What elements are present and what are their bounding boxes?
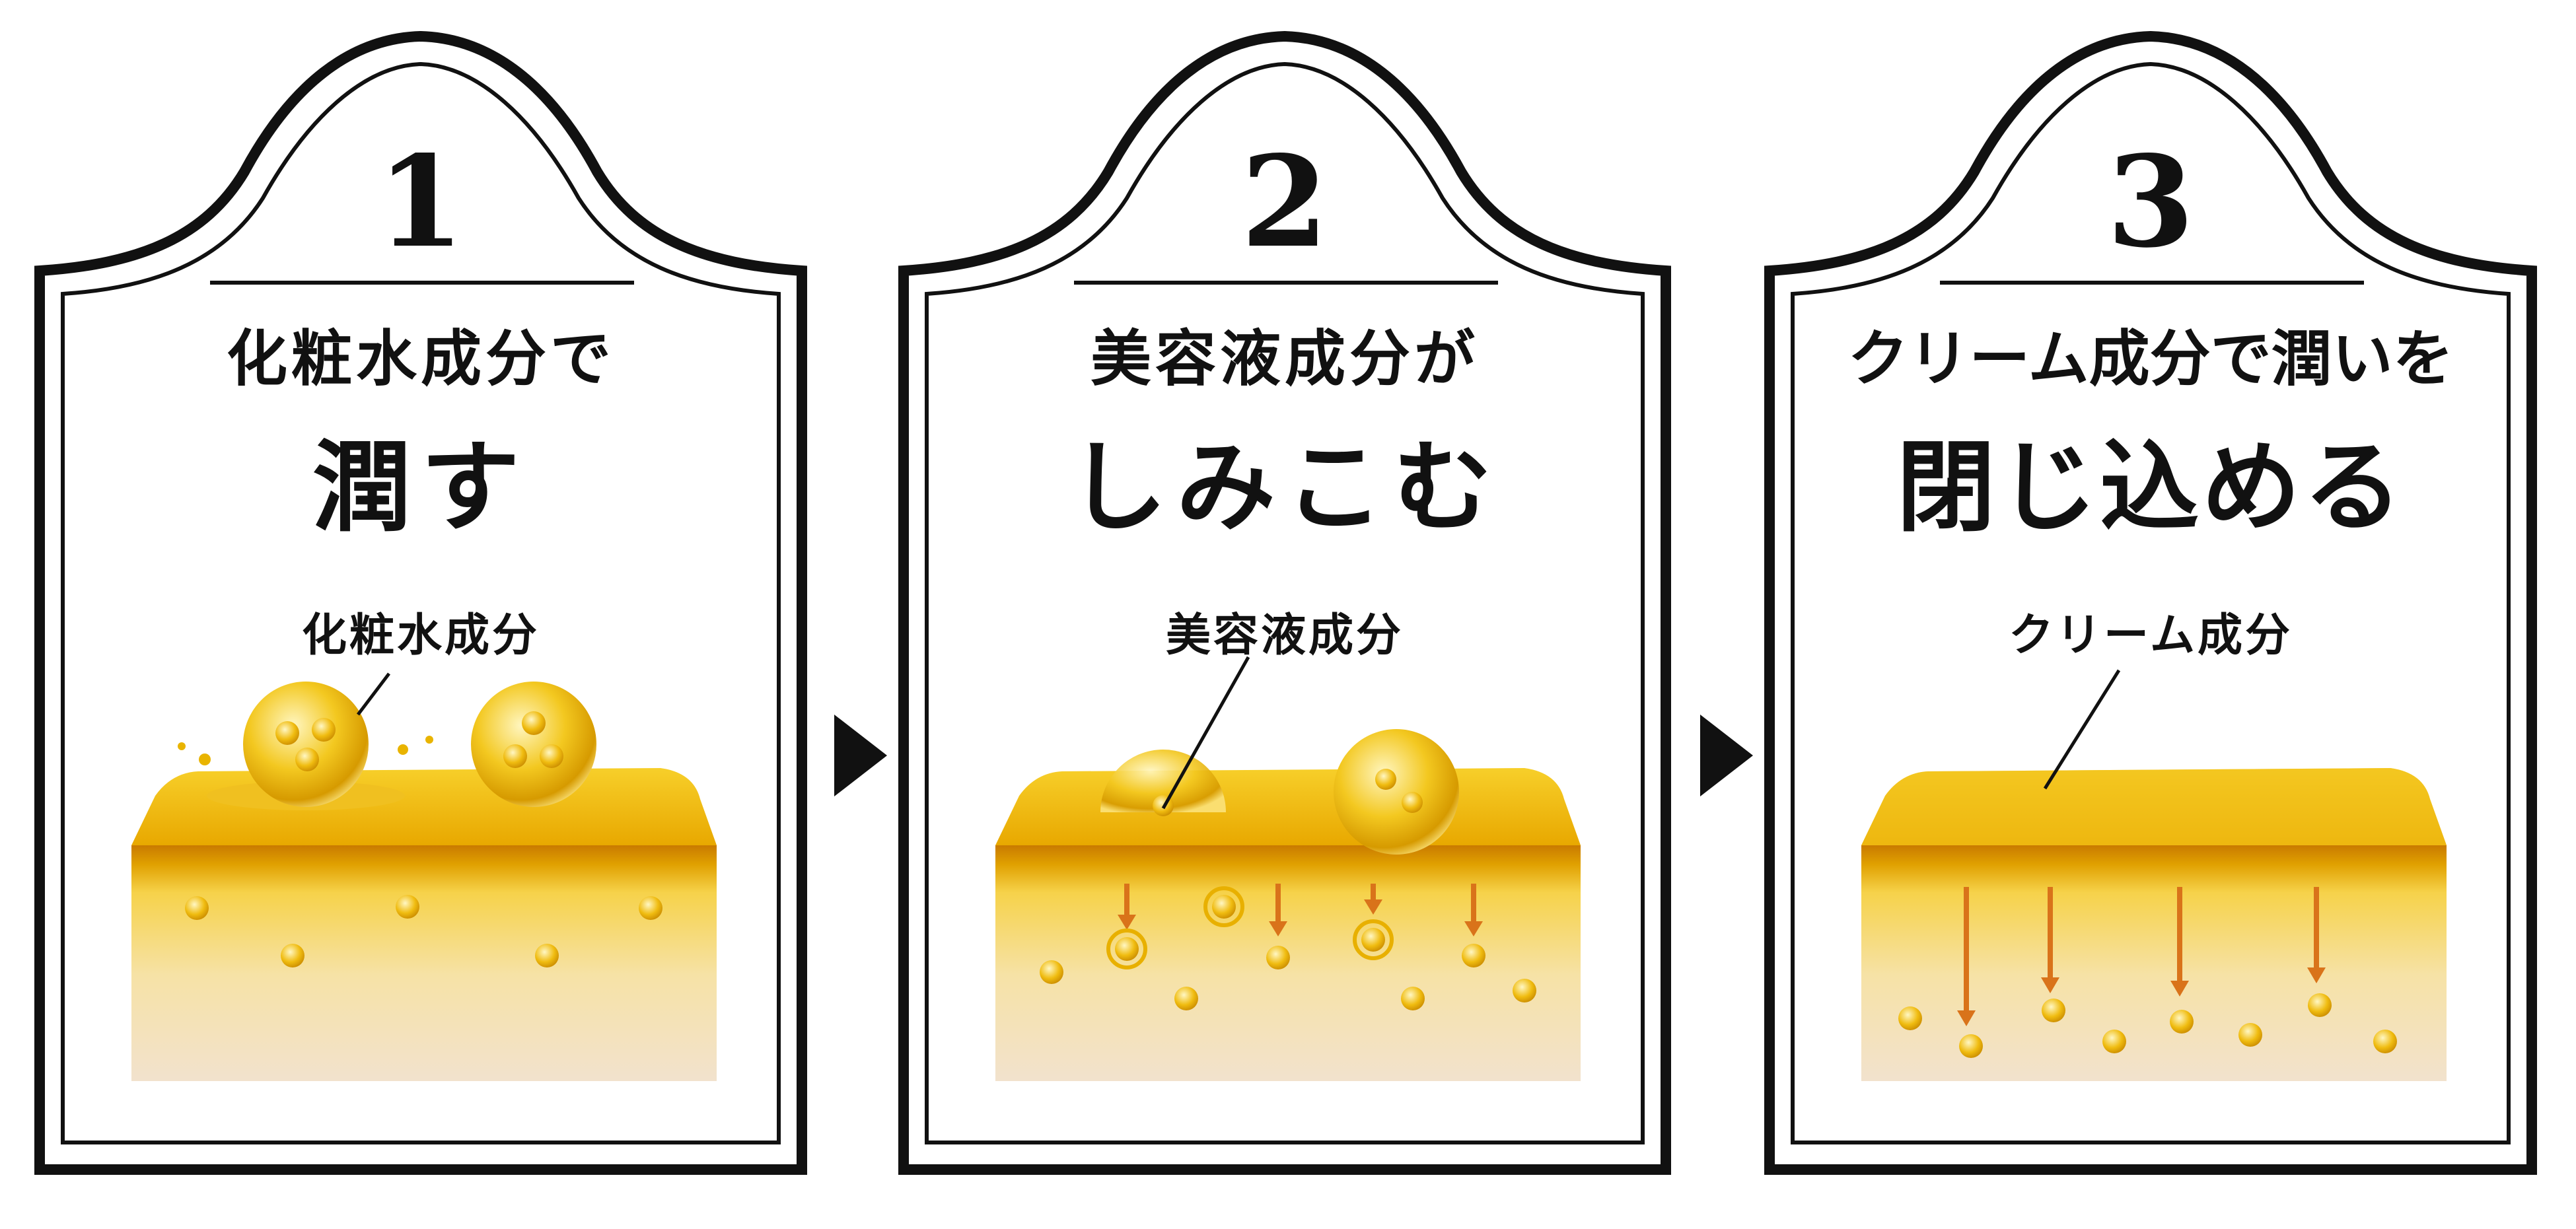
step-number: 1 (377, 128, 464, 275)
next-step-arrow-icon (1700, 715, 1753, 796)
step-panel-3: 3 クリーム成分で潤いを 閉じ込める クリーム成分 (1770, 36, 2532, 1170)
ingredient-label: クリーム成分 (2009, 610, 2293, 662)
serum-bubble (1100, 750, 1226, 812)
cream-film (1861, 768, 2447, 845)
ingredient-label: 化粧水成分 (302, 610, 540, 662)
step-panel-2: 2 美容液成分が しみこむ 美容液成分 (904, 36, 1666, 1170)
step-number: 2 (1241, 128, 1328, 275)
step-title-line1: 美容液成分が (1091, 324, 1479, 394)
step-number: 3 (2107, 128, 2194, 275)
step-title-line2: 潤す (312, 431, 529, 545)
step-title-line2: しみこむ (1068, 431, 1501, 545)
skin-layer (131, 768, 717, 1081)
step-title-line2: 閉じ込める (1896, 431, 2405, 545)
leader-line (1161, 656, 1250, 810)
step-panel-1: 1 化粧水成分で 潤す 化粧水成分 (40, 36, 802, 1170)
lotion-bubble (243, 682, 369, 807)
penetration-arrows (1118, 884, 1483, 936)
leader-line (2043, 669, 2121, 790)
ingredient-particles (185, 895, 662, 967)
ingredient-particles (1040, 886, 1536, 1010)
serum-bubble (1334, 729, 1459, 855)
ingredient-label: 美容液成分 (1166, 610, 1404, 662)
ingredient-particles (1898, 993, 2397, 1058)
next-step-arrow-icon (834, 715, 887, 796)
step-title-line1: 化粧水成分で (227, 324, 615, 394)
leader-line (357, 672, 390, 716)
step-title-line1: クリーム成分で潤いを (1847, 324, 2453, 394)
lotion-bubble (471, 682, 596, 807)
penetration-arrows (1957, 887, 2326, 1026)
skin-layer (995, 768, 1581, 1081)
